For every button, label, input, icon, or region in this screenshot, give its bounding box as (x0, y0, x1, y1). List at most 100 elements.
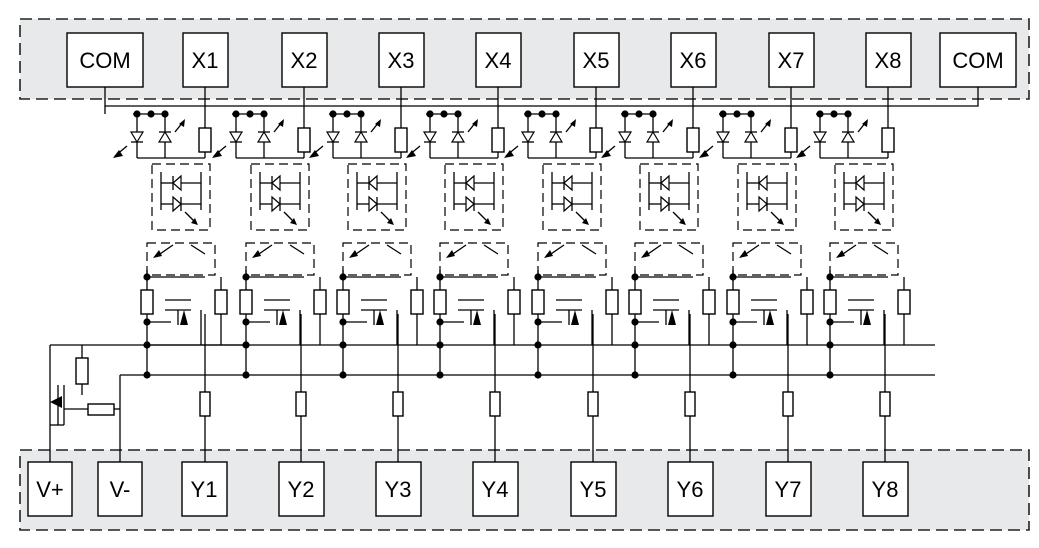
wire (873, 244, 889, 255)
optocoupler-outline (444, 163, 504, 231)
input-terminal-x2: X2 (281, 32, 328, 88)
wire (483, 244, 499, 255)
output-switch-outline (245, 242, 315, 276)
mosfet-arrow (766, 310, 774, 325)
resistor (313, 289, 327, 315)
light-arrow-head (278, 119, 284, 127)
resistor (897, 289, 911, 315)
terminal-label: Y3 (385, 477, 412, 502)
led-icon (840, 130, 856, 143)
light-arrow-head (179, 119, 185, 127)
light-arrow-head (765, 119, 771, 127)
output-switch-outline (146, 242, 216, 276)
terminal-label: Y5 (580, 477, 607, 502)
resistor (686, 127, 700, 153)
input-terminal-x8: X8 (865, 32, 912, 88)
led-icon (129, 131, 145, 144)
light-arrow-head (309, 150, 319, 158)
light-arrow-head (504, 150, 514, 158)
led-icon (157, 130, 173, 143)
led-icon (520, 131, 536, 144)
terminal-label: X1 (192, 48, 219, 73)
resistor (87, 403, 115, 416)
input-terminal-x1: X1 (182, 32, 229, 88)
diode-icon (271, 195, 281, 213)
diode-icon (172, 174, 182, 192)
junction-dot (147, 110, 155, 118)
wire (289, 244, 305, 255)
light-arrow-head (252, 250, 261, 258)
diode-icon (855, 195, 865, 213)
resistor (800, 289, 814, 315)
resistor (239, 289, 253, 315)
wire (581, 244, 597, 255)
light-arrow-head (406, 150, 416, 158)
mosfet-arrow (279, 310, 287, 325)
diode-icon (563, 174, 573, 192)
resistor (214, 289, 228, 315)
light-arrow-head (544, 250, 553, 258)
diode-icon (758, 195, 768, 213)
terminal-label: Y6 (677, 477, 704, 502)
resistor (297, 127, 311, 153)
resistor (881, 127, 895, 153)
input-terminal-com-left: COM (66, 32, 144, 88)
diode-icon (660, 195, 670, 213)
light-arrow-head (375, 119, 381, 127)
led-icon (548, 130, 564, 143)
output-terminal-y2: Y2 (278, 461, 325, 517)
output-terminal-y6: Y6 (667, 461, 714, 517)
led-icon (228, 131, 244, 144)
light-arrow-head (570, 119, 576, 127)
resistor (491, 127, 505, 153)
light-arrow-head (349, 250, 358, 258)
terminal-label: X7 (778, 48, 805, 73)
mosfet-arrow (376, 310, 384, 325)
junction-dot (246, 110, 254, 118)
resistor (589, 127, 603, 153)
resistor (726, 289, 740, 315)
optocoupler-outline (151, 163, 211, 231)
led-icon (422, 131, 438, 144)
junction-dot (538, 110, 546, 118)
resistor (531, 289, 545, 315)
input-terminal-x3: X3 (378, 32, 425, 88)
fuse (199, 391, 211, 417)
input-terminal-x7: X7 (768, 32, 815, 88)
light-arrow-head (601, 150, 611, 158)
mosfet-arrow (180, 310, 188, 325)
mosfet-arrow (863, 310, 871, 325)
resistor (75, 357, 89, 385)
light-arrow-head (472, 119, 478, 127)
diode-icon (855, 174, 865, 192)
light-arrow-head (699, 150, 709, 158)
light-arrow-head (874, 218, 881, 225)
terminal-label: V+ (36, 477, 64, 502)
diode-icon (172, 195, 182, 213)
optocoupler-outline (250, 163, 310, 231)
fuse (489, 391, 501, 417)
terminal-label: X2 (291, 48, 318, 73)
light-arrow-head (113, 150, 123, 158)
diode-icon (465, 195, 475, 213)
diode-icon (758, 174, 768, 192)
terminal-label: X8 (875, 48, 902, 73)
diode-icon (660, 174, 670, 192)
terminal-label: COM (79, 48, 130, 73)
output-switch-outline (342, 242, 412, 276)
fuse (392, 391, 404, 417)
terminal-label: Y4 (482, 477, 509, 502)
diode-icon (271, 174, 281, 192)
resistor (628, 289, 642, 315)
light-arrow-head (290, 218, 297, 225)
fuse (587, 391, 599, 417)
output-switch-outline (634, 242, 704, 276)
light-arrow-head (191, 218, 198, 225)
resistor (702, 289, 716, 315)
output-switch-outline (732, 242, 802, 276)
light-arrow-head (679, 218, 686, 225)
led-icon (812, 131, 828, 144)
output-terminal-y1: Y1 (181, 461, 228, 517)
mosfet-arrow (571, 310, 579, 325)
